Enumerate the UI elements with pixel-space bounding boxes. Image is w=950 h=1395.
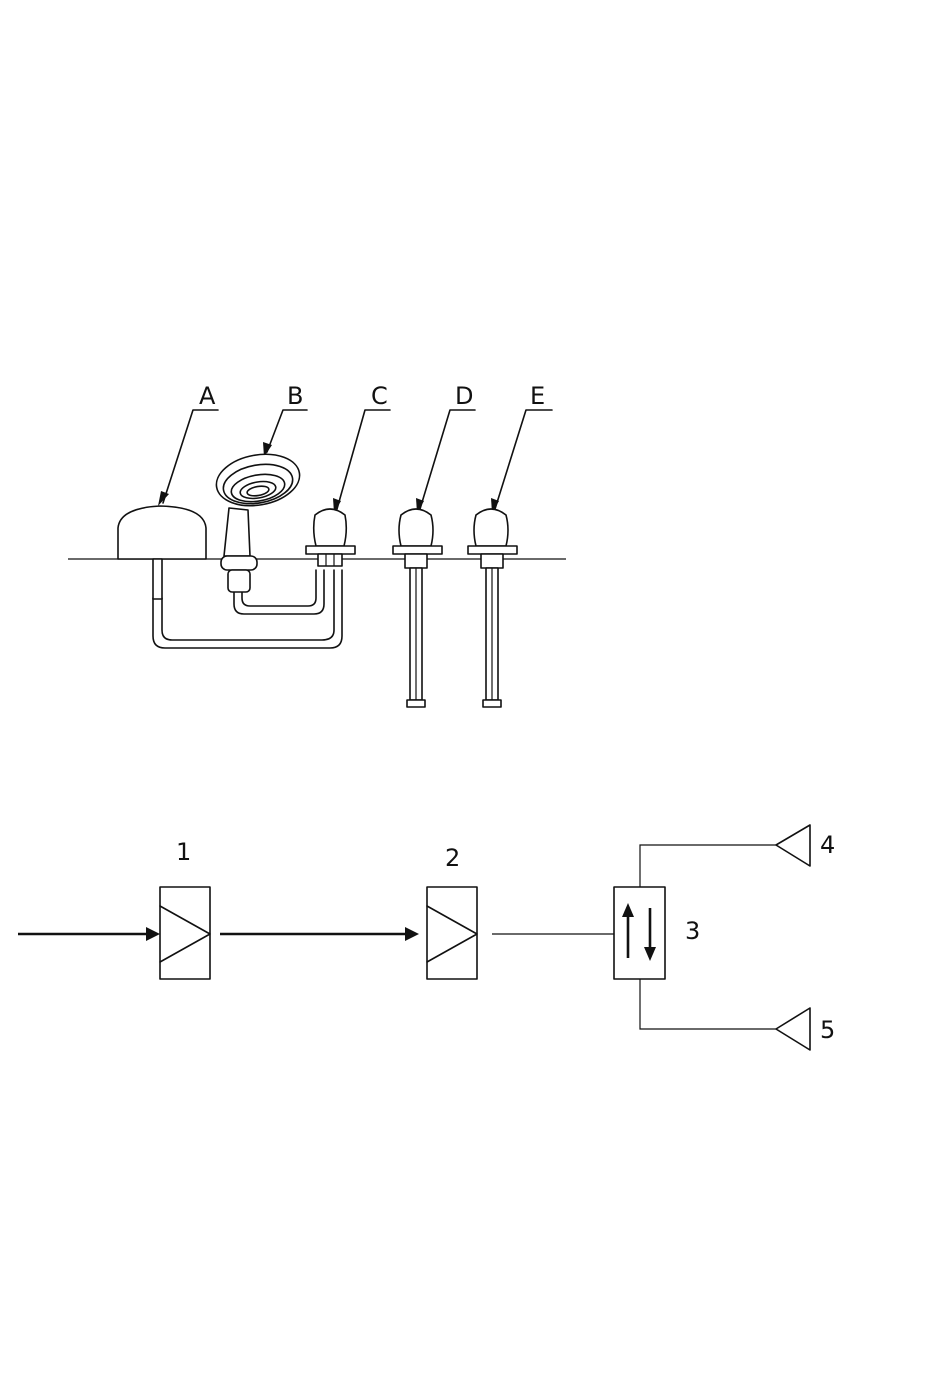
spout-cover [118,506,206,599]
label-leader-c [333,410,390,513]
valve-d [393,509,442,707]
label-leader-d [416,410,475,513]
bidirectional-block-3 [614,887,665,979]
block-label-2: 2 [445,844,460,872]
block-label-3: 3 [685,917,700,945]
label-a: A [199,382,216,410]
amplifier-block-2 [427,887,477,979]
label-leader-b [263,410,307,457]
block-label-4: 4 [820,831,835,859]
valve-e [468,509,517,707]
input-arrow [18,927,160,941]
block-label-1: 1 [176,838,191,866]
label-e: E [530,382,545,410]
diverter-valve-c [306,509,355,566]
output-triangle-4 [776,825,810,866]
label-b: B [287,382,303,410]
amplifier-block-1 [160,887,210,979]
label-c: C [371,382,388,410]
label-leader-a [158,410,218,506]
output-triangle-5 [776,1008,810,1050]
label-d: D [455,382,473,410]
block-diagram: 1 2 3 4 5 [18,825,835,1050]
fixture-diagram: A B C D E [68,382,566,707]
signal-arrow-1-2 [220,927,419,941]
branch-line-to-4 [640,845,776,887]
hand-shower [212,448,303,592]
label-leader-e [491,410,552,513]
block-label-5: 5 [820,1016,835,1044]
branch-line-to-5 [640,979,776,1029]
